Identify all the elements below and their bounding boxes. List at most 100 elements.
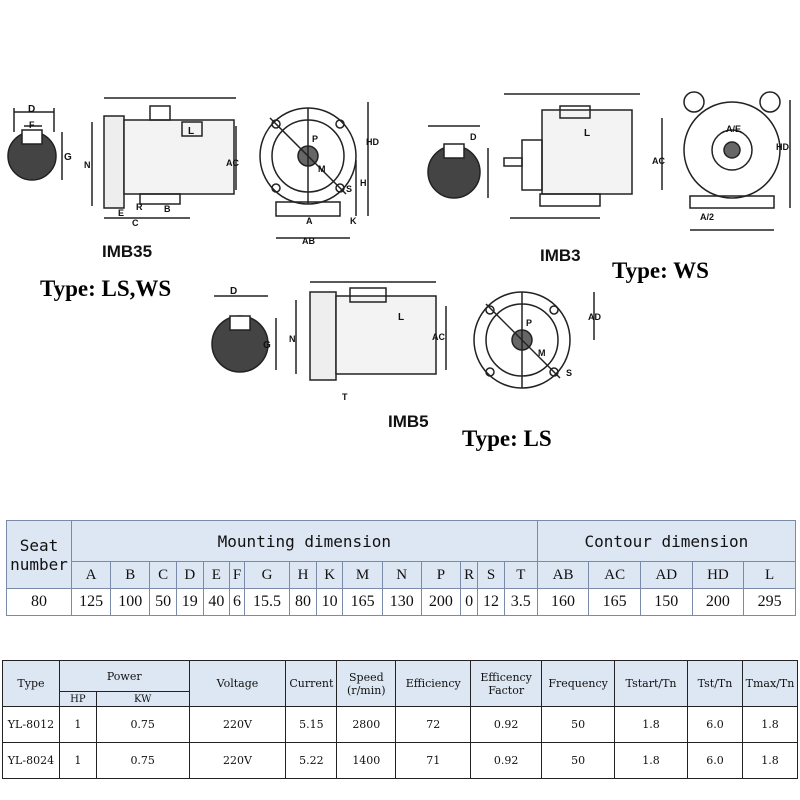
- type-label-ls: Type: LS: [462, 426, 552, 451]
- mounting-dimension-header: Mounting dimension: [71, 520, 538, 562]
- mounting-value-cell: 125: [70, 588, 112, 616]
- contour-col-header: AC: [588, 561, 641, 589]
- contour-col-header: L: [743, 561, 796, 589]
- mounting-value-cell: 50: [149, 588, 177, 616]
- mounting-dimension-table: Seat number Mounting dimension Contour d…: [6, 520, 797, 616]
- contour-dimension-header: Contour dimension: [536, 520, 797, 562]
- imb35-shaft-section: [7, 108, 63, 181]
- voltage-header: Voltage: [188, 660, 287, 707]
- imb3-front-view: [683, 91, 791, 231]
- kw-cell: 0.75: [95, 742, 190, 779]
- type-header: Type: [2, 660, 60, 707]
- dim-letter: G: [263, 340, 271, 351]
- tmax-header: Tmax/Tn: [741, 660, 799, 707]
- dim-letter: H: [360, 178, 367, 188]
- mounting-col-header: D: [175, 561, 204, 589]
- mounting-value-cell: 3.5: [503, 588, 538, 616]
- mounting-value-cell: 0: [459, 588, 479, 616]
- efficiency-factor-cell: 0.92: [470, 742, 543, 779]
- mounting-col-header: G: [243, 561, 291, 589]
- mounting-col-header: M: [342, 561, 383, 589]
- dim-letter: HD: [776, 142, 789, 152]
- motor-drawings-svg: D F G N AC L E R B C: [7, 91, 791, 402]
- tst-header: Tst/Tn: [687, 660, 743, 707]
- dim-letter: S: [346, 184, 352, 194]
- dim-letter: T: [342, 392, 348, 402]
- dim-letter: G: [64, 152, 72, 163]
- mounting-col-header: N: [381, 561, 422, 589]
- dim-letter: K: [350, 216, 357, 226]
- dim-letter: R: [136, 202, 143, 212]
- imb35-front-view: [259, 102, 369, 239]
- imb5-side-view: [295, 281, 447, 381]
- dim-letter: AC: [652, 156, 665, 166]
- dim-letter: E: [118, 208, 124, 218]
- model-label-imb35: IMB35: [102, 242, 153, 261]
- mounting-col-header: R: [459, 561, 479, 589]
- current-cell: 5.15: [285, 706, 338, 743]
- tstart-cell: 1.8: [614, 706, 688, 743]
- efficiency-header: Efficiency: [395, 660, 472, 707]
- frequency-header: Frequency: [541, 660, 616, 707]
- contour-value-cell: 150: [639, 588, 693, 616]
- tmax-cell: 1.8: [741, 706, 799, 743]
- dim-letter: A/E: [726, 124, 741, 134]
- dim-letter: P: [526, 318, 532, 328]
- dim-letter: M: [318, 164, 326, 174]
- type-label-ws: Type: WS: [612, 258, 709, 283]
- mounting-col-header: H: [289, 561, 317, 589]
- type-label-ls-ws: Type: LS,WS: [40, 276, 172, 301]
- motor-spec-table: Type Power Voltage Current Speed (r/min)…: [2, 660, 799, 779]
- tst-cell: 6.0: [687, 706, 743, 743]
- technical-drawings: D F G N AC L E R B C: [0, 70, 800, 500]
- mounting-col-header: T: [503, 561, 538, 589]
- dim-letter: B: [164, 204, 171, 214]
- tstart-cell: 1.8: [614, 742, 688, 779]
- efficiency-cell: 72: [395, 706, 472, 743]
- dim-letter: F: [29, 120, 35, 130]
- dim-letter: D: [28, 104, 35, 115]
- mounting-value-cell: 10: [315, 588, 344, 616]
- mounting-value-cell: 130: [381, 588, 422, 616]
- voltage-cell: 220V: [188, 742, 287, 779]
- imb35-side-view: [91, 97, 237, 219]
- dim-letter: L: [188, 126, 194, 137]
- mounting-value-cell: 19: [175, 588, 204, 616]
- efficiency-factor-cell: 0.92: [470, 706, 543, 743]
- mounting-value-cell: 12: [477, 588, 505, 616]
- speed-cell: 2800: [336, 706, 397, 743]
- dim-letter: M: [538, 348, 546, 358]
- imb3-side-view: [503, 93, 663, 219]
- power-header: Power: [58, 660, 190, 692]
- hp-header: HP: [58, 691, 97, 707]
- efficiency-factor-header: Efficency Factor: [470, 660, 543, 707]
- mounting-col-header: C: [149, 561, 177, 589]
- table-row: YL-8024 1 0.75 220V 5.22 1400 71 0.92 50…: [2, 742, 799, 779]
- dim-letter: D: [470, 132, 477, 142]
- dim-letter: A: [306, 216, 313, 226]
- tstart-header: Tstart/Tn: [614, 660, 688, 707]
- imb5-front-view: [473, 291, 595, 389]
- seat-number-cell: 80: [6, 588, 72, 616]
- imb3-shaft-section: [427, 125, 489, 199]
- dim-letter: A/2: [700, 212, 714, 222]
- dim-letter: N: [289, 334, 296, 344]
- hp-cell: 1: [58, 706, 97, 743]
- table-row: YL-8012 1 0.75 220V 5.15 2800 72 0.92 50…: [2, 706, 799, 743]
- tmax-cell: 1.8: [741, 742, 799, 779]
- type-cell: YL-8012: [2, 706, 60, 743]
- dim-letter: P: [312, 134, 318, 144]
- mounting-value-cell: 80: [289, 588, 317, 616]
- contour-col-header: AB: [536, 561, 590, 589]
- kw-header: KW: [95, 691, 190, 707]
- model-label-imb5: IMB5: [388, 412, 429, 431]
- mounting-col-header: A: [70, 561, 112, 589]
- current-cell: 5.22: [285, 742, 338, 779]
- type-cell: YL-8024: [2, 742, 60, 779]
- speed-cell: 1400: [336, 742, 397, 779]
- contour-value-cell: 165: [588, 588, 641, 616]
- contour-value-cell: 295: [743, 588, 796, 616]
- dim-letter: C: [132, 218, 139, 228]
- frequency-cell: 50: [541, 742, 616, 779]
- frequency-cell: 50: [541, 706, 616, 743]
